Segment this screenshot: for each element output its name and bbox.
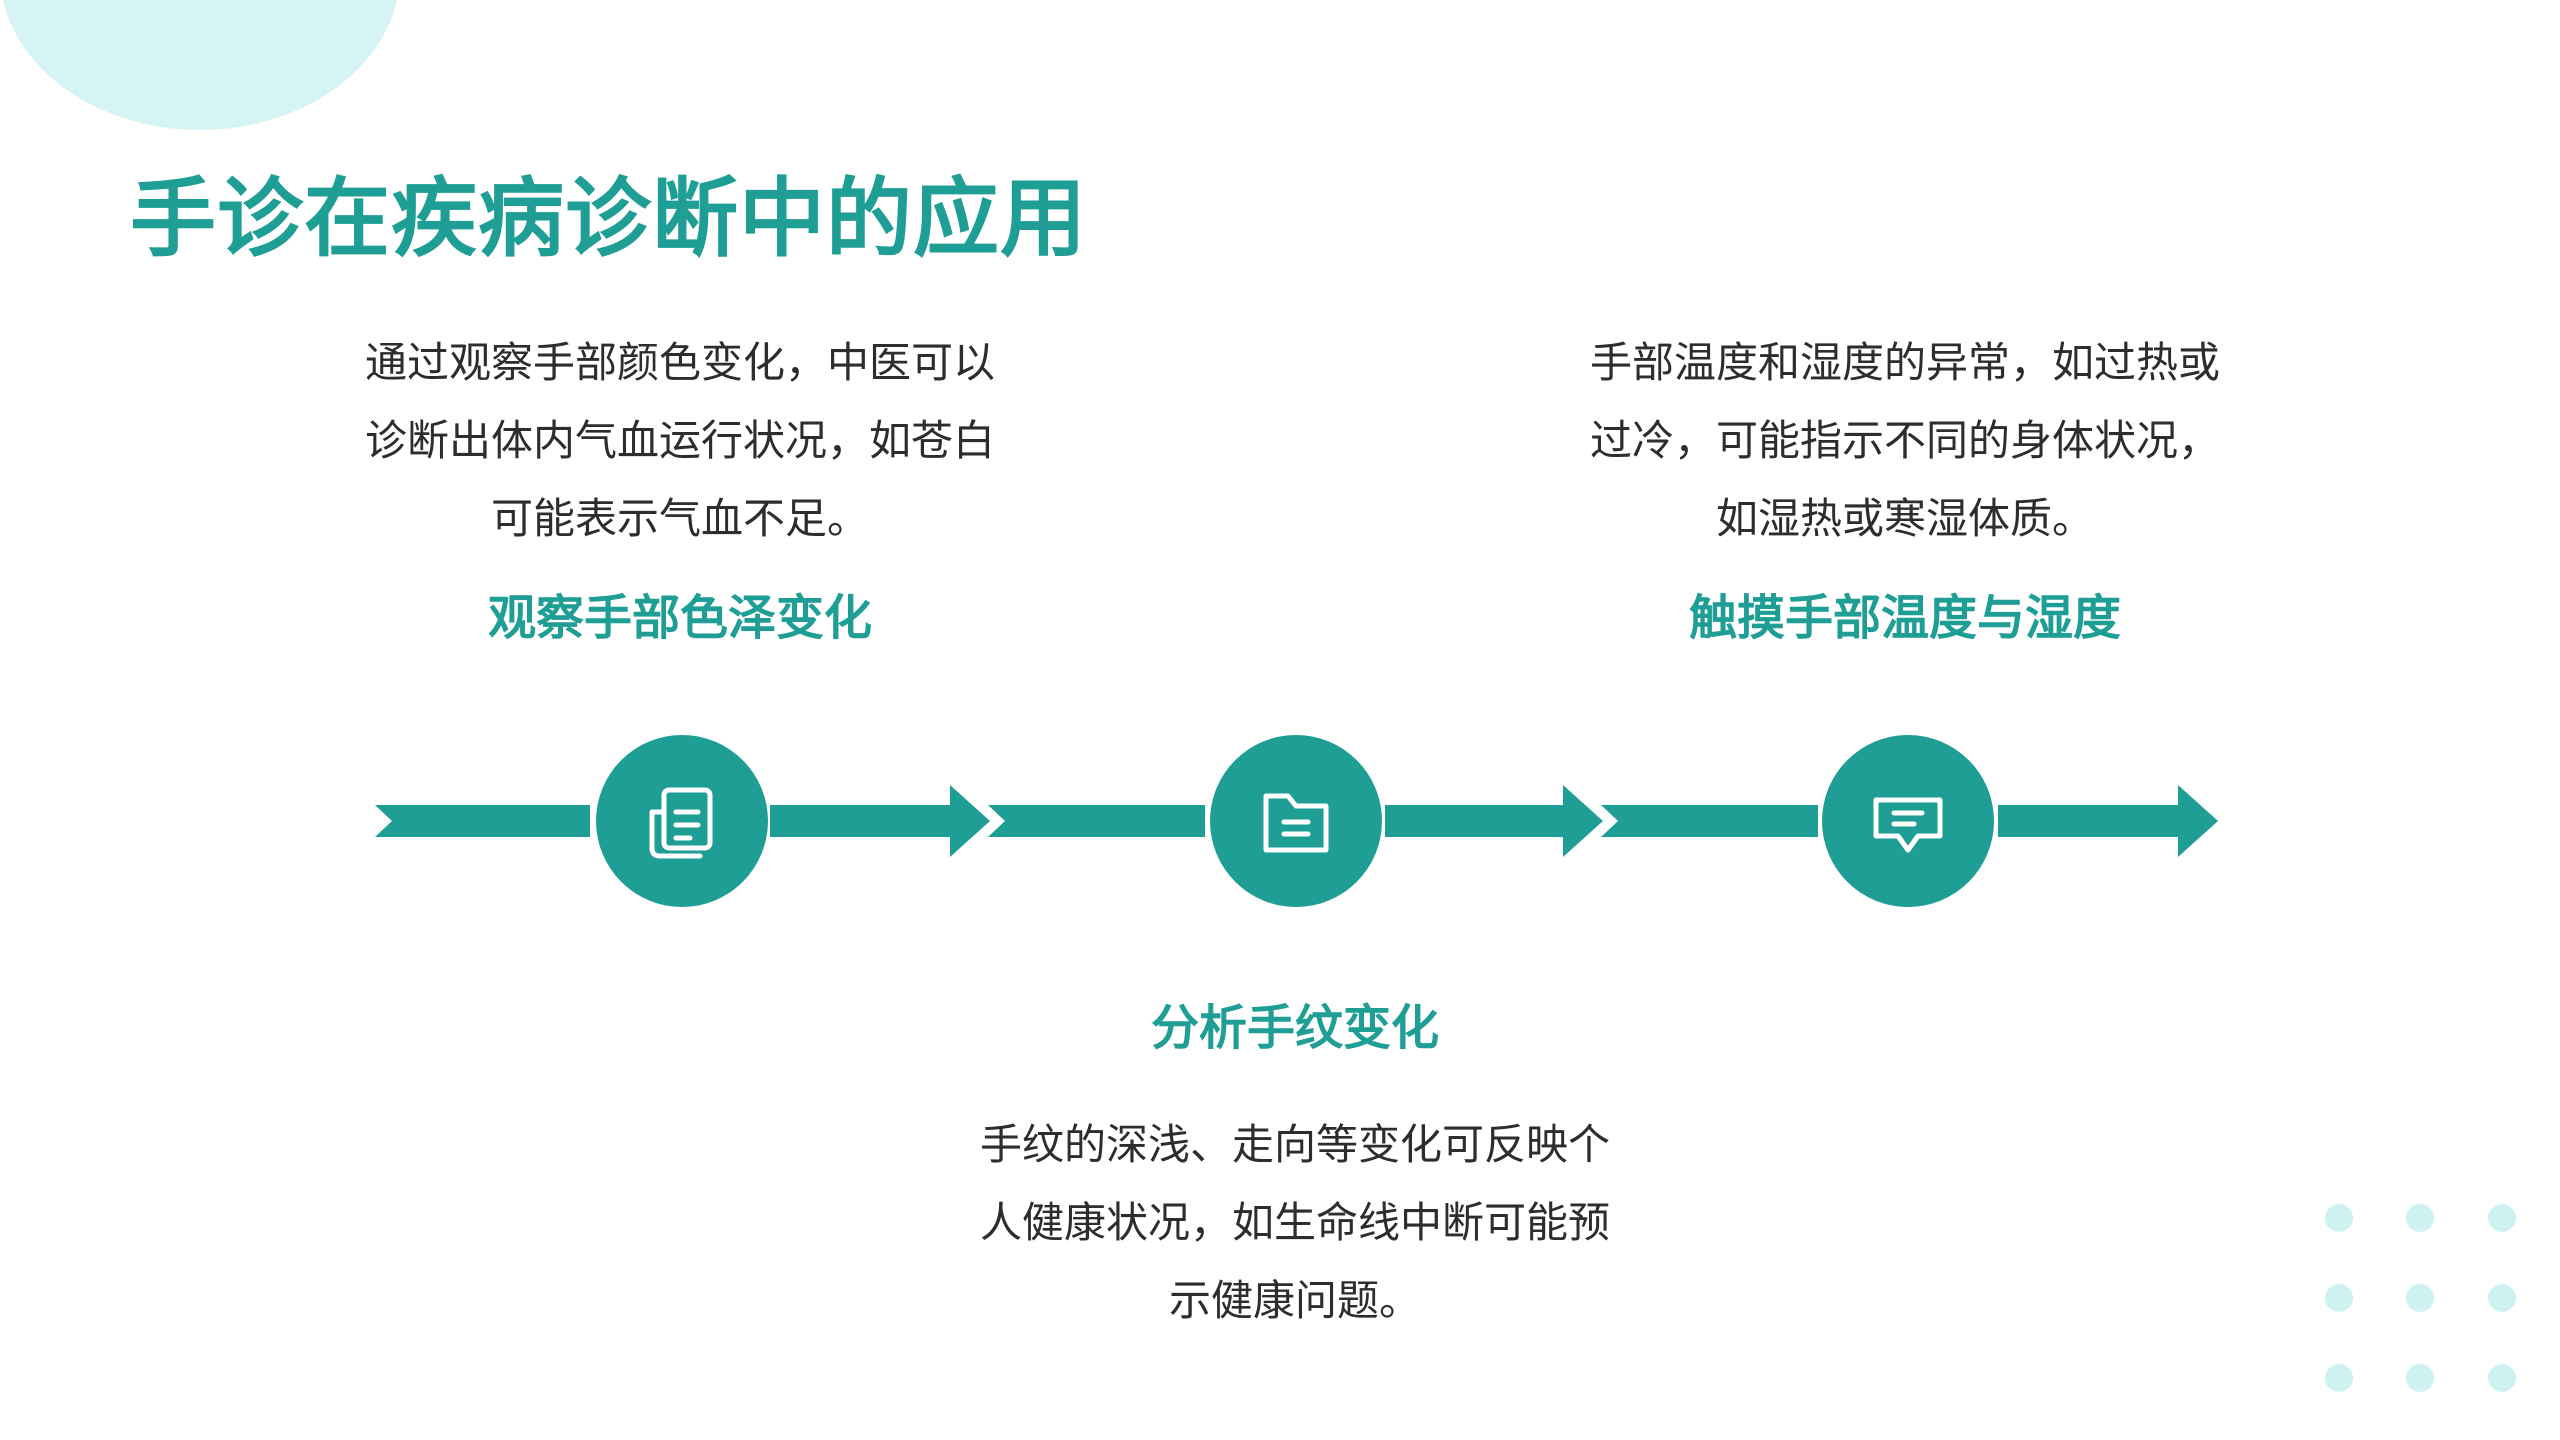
decorative-dot (2325, 1204, 2353, 1232)
timeline-arrow-segment (770, 785, 990, 857)
step-2-line-3: 示健康问题。 (1168, 1276, 1421, 1325)
decorative-dot (2406, 1284, 2434, 1312)
step-1-line-2: 诊断出体内气血运行状况，如苍白 (364, 416, 995, 465)
decorative-dot (2488, 1364, 2516, 1392)
step-2-description: 手纹的深浅、走向等变化可反映个 人健康状况，如生命线中断可能预 示健康问题。 (945, 1106, 1645, 1340)
step-3-line-2: 过冷，可能指示不同的身体状况， (1589, 416, 2220, 465)
step-1-line-3: 可能表示气血不足。 (490, 494, 869, 543)
document-icon (649, 787, 713, 859)
step-3-heading: 触摸手部温度与湿度 (1688, 590, 2121, 646)
chat-icon (1873, 797, 1943, 853)
step-2-heading: 分析手纹变化 (1150, 1000, 1439, 1056)
decorative-dot (2406, 1204, 2434, 1232)
step-3-description: 手部温度和湿度的异常，如过热或 过冷，可能指示不同的身体状况， 如湿热或寒湿体质… (1555, 324, 2255, 558)
timeline-arrow-segment (375, 805, 590, 837)
decorative-dot (2488, 1284, 2516, 1312)
decorative-dot (2406, 1364, 2434, 1392)
timeline-node-3 (1822, 735, 1994, 907)
folder-icon (1263, 793, 1329, 853)
step-1-line-1: 通过观察手部颜色变化，中医可以 (364, 338, 995, 387)
timeline-arrow-segment (1385, 785, 1603, 857)
timeline-node-1 (596, 735, 768, 907)
timeline-arrow-segment (1998, 785, 2218, 857)
timeline-arrow-segment (1601, 805, 1818, 837)
page-title: 手诊在疾病诊断中的应用 (130, 169, 1087, 269)
step-2-line-2: 人健康状况，如生命线中断可能预 (979, 1198, 1610, 1247)
decorative-dot (2325, 1284, 2353, 1312)
step-1-description: 通过观察手部颜色变化，中医可以 诊断出体内气血运行状况，如苍白 可能表示气血不足… (330, 324, 1030, 558)
step-2-line-1: 手纹的深浅、走向等变化可反映个 (979, 1120, 1610, 1169)
step-1-heading: 观察手部色泽变化 (487, 590, 872, 646)
decorative-dot (2488, 1204, 2516, 1232)
decorative-dot (2325, 1364, 2353, 1392)
step-3-line-1: 手部温度和湿度的异常，如过热或 (1589, 338, 2220, 387)
timeline-arrow-segment (988, 805, 1205, 837)
step-3-line-3: 如湿热或寒湿体质。 (1715, 494, 2094, 543)
